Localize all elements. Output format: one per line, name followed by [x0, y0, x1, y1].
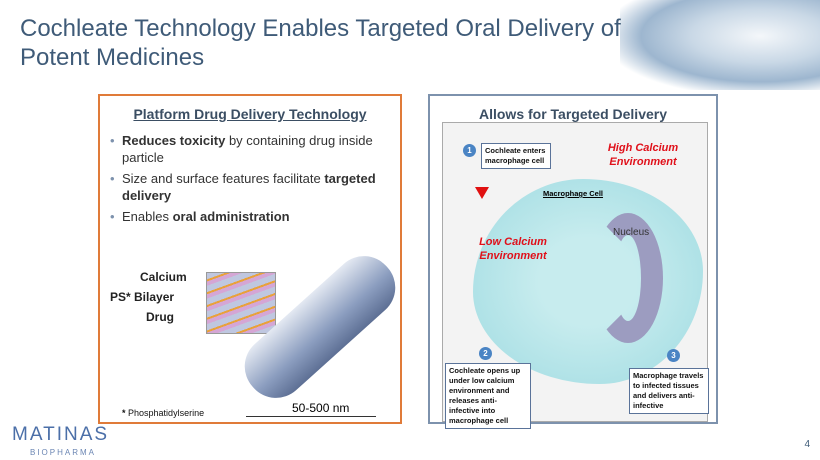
drug-label: Drug: [146, 310, 174, 324]
bullet: Enables oral administration: [110, 208, 395, 225]
step-2-badge: 2: [479, 347, 492, 360]
macrophage-diagram: Macrophage Cell Nucleus High Calcium Env…: [442, 122, 709, 429]
step-3-badge: 3: [667, 349, 680, 362]
low-calcium-label: Low Calcium Environment: [479, 236, 547, 262]
panel-heading: Allows for Targeted Delivery: [478, 106, 667, 122]
platform-panel: Platform Drug Delivery Technology Reduce…: [98, 94, 408, 424]
step-2-note: Cochleate opens up under low calcium env…: [445, 363, 531, 429]
logo-subtitle: BIOPHARMA: [30, 448, 97, 457]
page-number: 4: [804, 439, 810, 450]
bullet: Size and surface features facilitate tar…: [110, 170, 395, 204]
bilayer-image: [206, 272, 276, 334]
bullet-list: Reduces toxicity by containing drug insi…: [110, 132, 395, 229]
scale-label: 50-500 nm: [292, 401, 350, 415]
header-image: [620, 0, 820, 90]
cell-label: Macrophage Cell: [543, 189, 604, 198]
panel-heading: Platform Drug Delivery Technology: [133, 106, 367, 122]
footnote: * Phosphatidylserine: [122, 408, 205, 418]
delivery-panel: Allows for Targeted Delivery Macrophage …: [428, 94, 718, 429]
step-1-badge: 1: [463, 144, 476, 157]
high-calcium-label: High Calcium Environment: [607, 142, 679, 168]
nucleus-label: Nucleus: [613, 227, 650, 238]
step-1-note: Cochleate enters macrophage cell: [481, 143, 551, 169]
step-3-note: Macrophage travels to infected tissues a…: [629, 368, 709, 414]
slide-title: Cochleate Technology Enables Targeted Or…: [20, 15, 621, 71]
bilayer-label: PS* Bilayer: [110, 290, 175, 304]
calcium-label: Calcium: [140, 270, 187, 284]
bullet: Reduces toxicity by containing drug insi…: [110, 132, 395, 166]
scale-bar: [246, 416, 376, 417]
macrophage-cell: [473, 179, 703, 384]
matinas-logo: MATINAS: [12, 424, 110, 445]
down-arrow-icon: [475, 187, 489, 199]
